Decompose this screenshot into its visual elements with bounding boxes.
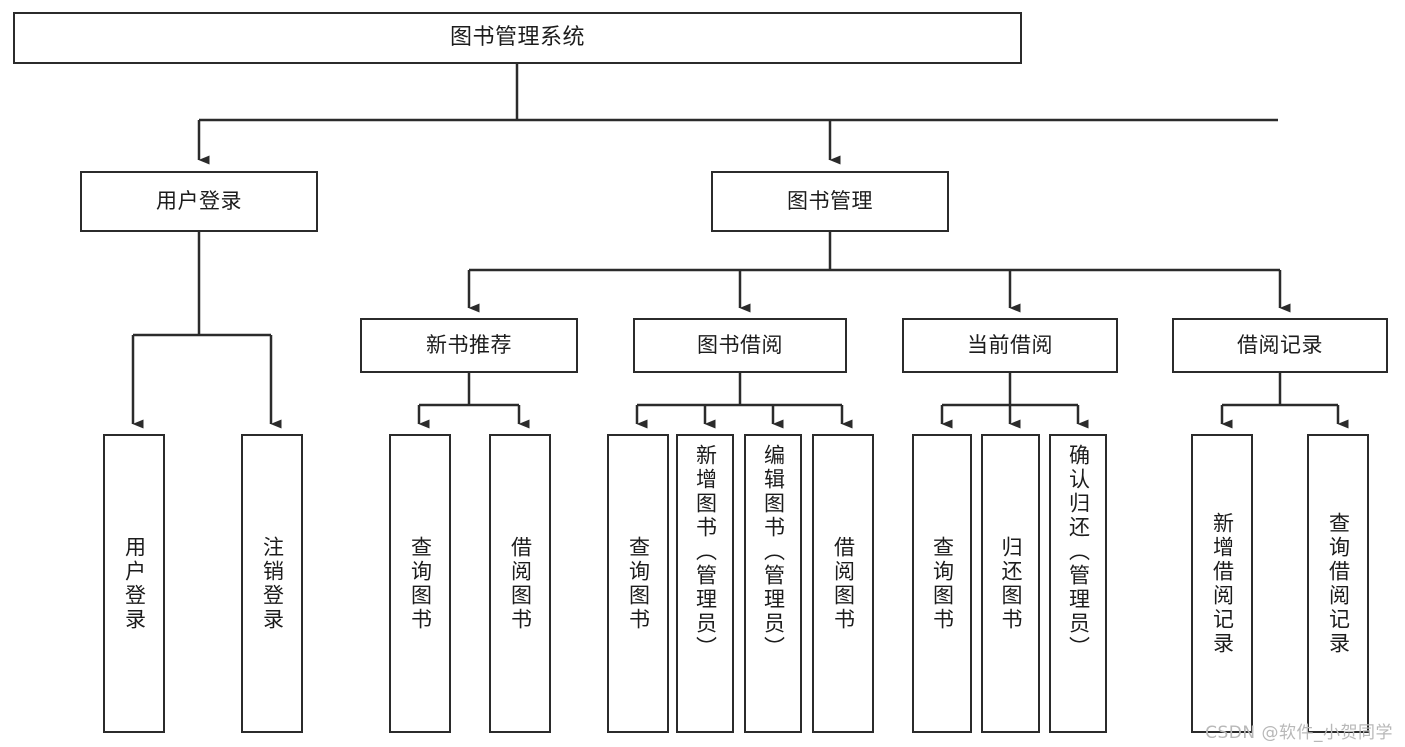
node-leaf-user-logout[interactable]: 注销登录 — [241, 434, 303, 733]
node-leaf-add-book[interactable]: 新增图书（管理员） — [676, 434, 734, 733]
node-leaf-return-book[interactable]: 归还图书 — [981, 434, 1040, 733]
node-leaf-confirm-return-label: 确认归还（管理员） — [1066, 444, 1091, 660]
node-leaf-user-login[interactable]: 用户登录 — [103, 434, 165, 733]
node-current-borrow-label: 当前借阅 — [967, 332, 1053, 357]
node-leaf-query-book-2[interactable]: 查询图书 — [607, 434, 669, 733]
node-leaf-borrow-book-2[interactable]: 借阅图书 — [812, 434, 874, 733]
node-user-login[interactable]: 用户登录 — [80, 171, 318, 232]
node-leaf-query-record-label: 查询借阅记录 — [1326, 511, 1351, 656]
node-leaf-user-login-label: 用户登录 — [122, 535, 147, 632]
node-current-borrow[interactable]: 当前借阅 — [902, 318, 1118, 373]
node-leaf-query-record[interactable]: 查询借阅记录 — [1307, 434, 1369, 733]
node-leaf-query-book-3[interactable]: 查询图书 — [912, 434, 972, 733]
node-borrow-record-label: 借阅记录 — [1237, 332, 1323, 357]
node-leaf-borrow-book-1[interactable]: 借阅图书 — [489, 434, 551, 733]
node-leaf-query-book-3-label: 查询图书 — [930, 535, 955, 632]
node-leaf-borrow-book-1-label: 借阅图书 — [508, 535, 533, 632]
node-leaf-query-book-1-label: 查询图书 — [408, 535, 433, 632]
node-user-login-label: 用户登录 — [156, 188, 242, 213]
node-leaf-edit-book-label: 编辑图书（管理员） — [761, 444, 786, 660]
node-leaf-query-book-1[interactable]: 查询图书 — [389, 434, 451, 733]
node-book-manage[interactable]: 图书管理 — [711, 171, 949, 232]
node-borrow-record[interactable]: 借阅记录 — [1172, 318, 1388, 373]
node-new-book-recommend[interactable]: 新书推荐 — [360, 318, 578, 373]
node-book-manage-label: 图书管理 — [787, 188, 873, 213]
node-leaf-add-record-label: 新增借阅记录 — [1210, 511, 1235, 656]
node-leaf-edit-book[interactable]: 编辑图书（管理员） — [744, 434, 802, 733]
node-book-borrow[interactable]: 图书借阅 — [633, 318, 847, 373]
node-leaf-query-book-2-label: 查询图书 — [626, 535, 651, 632]
node-leaf-add-record[interactable]: 新增借阅记录 — [1191, 434, 1253, 733]
node-leaf-borrow-book-2-label: 借阅图书 — [831, 535, 856, 632]
node-book-borrow-label: 图书借阅 — [697, 332, 783, 357]
node-new-book-recommend-label: 新书推荐 — [426, 332, 512, 357]
node-root[interactable]: 图书管理系统 — [13, 12, 1022, 64]
node-leaf-confirm-return[interactable]: 确认归还（管理员） — [1049, 434, 1107, 733]
node-leaf-user-logout-label: 注销登录 — [260, 535, 285, 632]
node-leaf-return-book-label: 归还图书 — [999, 535, 1023, 632]
node-leaf-add-book-label: 新增图书（管理员） — [693, 444, 718, 660]
node-root-label: 图书管理系统 — [449, 25, 585, 51]
